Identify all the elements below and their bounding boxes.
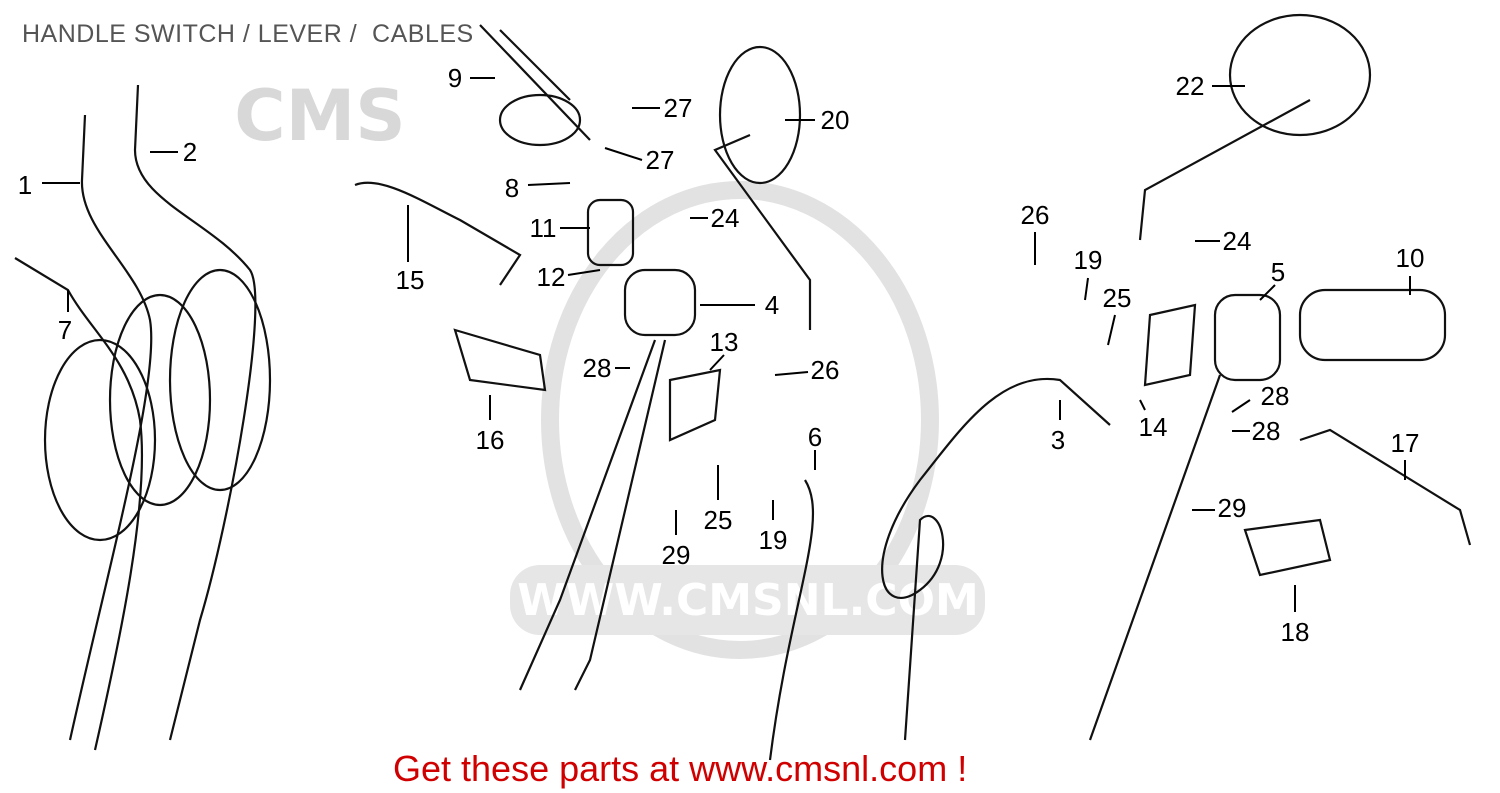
callout-28[interactable]: 28 (1252, 416, 1281, 446)
switch-5 (1213, 293, 1282, 382)
callout-16[interactable]: 16 (476, 425, 505, 455)
callout-29[interactable]: 29 (1218, 493, 1247, 523)
callout-7[interactable]: 7 (58, 315, 72, 345)
cable-loop (108, 293, 212, 507)
lever-17 (1299, 428, 1472, 546)
callout-8[interactable]: 8 (505, 173, 519, 203)
callout-29[interactable]: 29 (662, 540, 691, 570)
callout-10[interactable]: 10 (1396, 243, 1425, 273)
switch-5-wires (1088, 374, 1222, 741)
cable-loop (168, 268, 272, 492)
callout-leader-line (527, 182, 571, 186)
callout-leader-line (1231, 399, 1251, 413)
cable-loop (43, 338, 157, 542)
callout-2[interactable]: 2 (183, 137, 197, 167)
part-drawings (14, 13, 1472, 761)
watermark-banner (510, 565, 985, 635)
callout-leader-line (604, 147, 643, 161)
callout-3[interactable]: 3 (1051, 425, 1065, 455)
footer-link[interactable]: Get these parts at www.cmsnl.com ! (393, 748, 968, 789)
callout-4[interactable]: 4 (765, 290, 779, 320)
callout-24[interactable]: 24 (1223, 226, 1252, 256)
callout-6[interactable]: 6 (808, 422, 822, 452)
watermark-logo: CMS (234, 75, 405, 157)
callout-20[interactable]: 20 (821, 105, 850, 135)
callout-19[interactable]: 19 (1074, 245, 1103, 275)
callout-leader-line (1259, 284, 1276, 301)
cable-2 (133, 84, 257, 741)
callout-28[interactable]: 28 (1261, 381, 1290, 411)
callout-leader-line (774, 371, 809, 376)
switch-4 (623, 268, 697, 337)
callout-leader-line (567, 269, 601, 276)
callout-15[interactable]: 15 (396, 265, 425, 295)
mirror-22-stem (1138, 99, 1311, 241)
callout-11[interactable]: 11 (530, 213, 557, 243)
callout-18[interactable]: 18 (1281, 617, 1310, 647)
callout-9[interactable]: 9 (448, 63, 462, 93)
holder-13 (668, 368, 722, 442)
grip-10 (1298, 288, 1447, 362)
callout-25[interactable]: 25 (704, 505, 733, 535)
diagram-title: HANDLE SWITCH / LEVER / CABLES (22, 20, 474, 48)
callout-leader-line (1107, 314, 1116, 346)
callout-5[interactable]: 5 (1271, 257, 1285, 287)
lever-15 (354, 181, 522, 286)
mirror-20 (718, 45, 802, 185)
bracket-18 (1243, 518, 1332, 577)
callout-12[interactable]: 12 (537, 262, 566, 292)
grip-9 (479, 24, 591, 141)
callout-25[interactable]: 25 (1103, 283, 1132, 313)
watermark-text: WWW.CMSNL.COM (517, 575, 979, 626)
cable-7 (14, 257, 144, 751)
callout-24[interactable]: 24 (711, 203, 740, 233)
switch-11 (586, 198, 635, 267)
callout-27[interactable]: 27 (664, 93, 693, 123)
bracket-16 (453, 328, 547, 392)
callout-14[interactable]: 14 (1139, 412, 1168, 442)
cable-6 (768, 479, 815, 761)
switch-wires (518, 339, 667, 691)
callout-19[interactable]: 19 (759, 525, 788, 555)
callout-1[interactable]: 1 (18, 170, 32, 200)
cable-3 (881, 377, 1111, 741)
mirror-20-stem (713, 133, 812, 330)
watermark: CMS WWW.CMSNL.COM (234, 75, 985, 659)
callout-17[interactable]: 17 (1391, 428, 1420, 458)
callout-26[interactable]: 26 (811, 355, 840, 385)
watermark-ring (541, 181, 939, 659)
callout-28[interactable]: 28 (583, 353, 612, 383)
callout-22[interactable]: 22 (1176, 71, 1205, 101)
grip-flange (498, 93, 582, 147)
callout-leader-line (1139, 399, 1146, 411)
mirror-22 (1228, 13, 1372, 137)
callout-leader-line (1084, 277, 1089, 301)
housing-14 (1143, 303, 1197, 387)
callout-leader-line (709, 354, 725, 371)
callout-27[interactable]: 27 (646, 145, 675, 175)
callout-13[interactable]: 13 (710, 327, 739, 357)
callout-26[interactable]: 26 (1021, 200, 1050, 230)
cable-1 (68, 114, 153, 741)
